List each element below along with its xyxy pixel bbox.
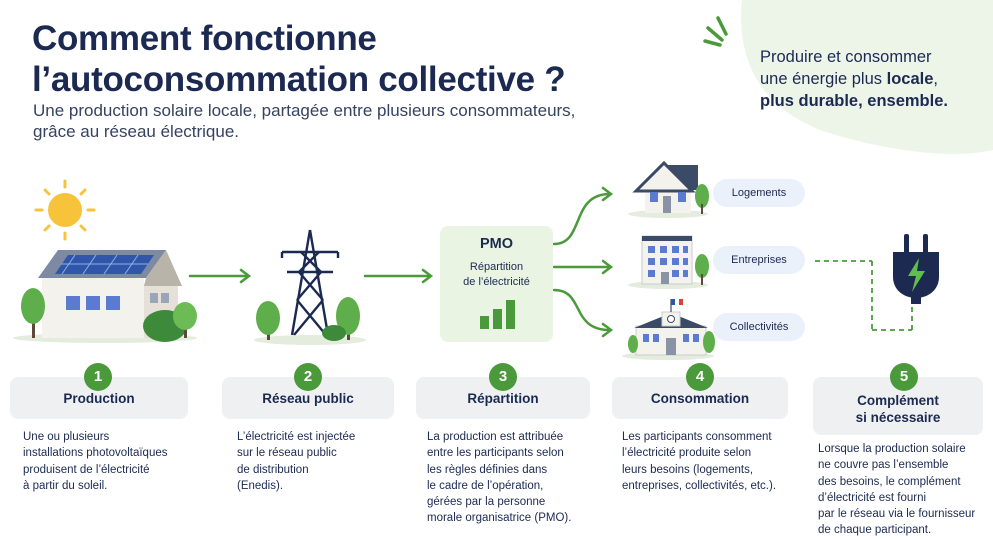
pill-entreprises: Entreprises <box>713 246 805 274</box>
tree-icon <box>256 297 360 341</box>
town-hall-icon <box>622 299 715 360</box>
pylon-icon <box>280 229 340 336</box>
sun-icon <box>34 179 96 241</box>
step-description-reseau-public: L’électricité est injectée sur le réseau… <box>237 431 356 492</box>
house-icon <box>628 160 709 218</box>
step-number-badge: 3 <box>489 363 517 391</box>
bar-chart-icon <box>480 300 515 329</box>
grid-complement-line <box>815 260 913 331</box>
step-title: Consommation <box>650 390 750 406</box>
pmo-title: PMO <box>479 236 514 252</box>
flow-arrow <box>363 268 434 284</box>
page-title: Comment fonctionne l’autoconsommation co… <box>32 19 566 99</box>
step-title: Complément si nécessaire <box>855 393 941 425</box>
step-card-consommation: Consommation <box>612 377 788 419</box>
pill-collectivites: Collectivités <box>713 313 805 341</box>
distribution-arrows <box>552 186 614 338</box>
step-title: Production <box>63 390 135 406</box>
tagline: Produire et consommer une énergie plus l… <box>760 48 948 110</box>
step-number-badge: 1 <box>84 363 112 391</box>
step-title: Répartition <box>467 390 539 406</box>
step-number-badge: 5 <box>890 363 918 391</box>
step-description-production: Une ou plusieurs installations photovolt… <box>23 431 168 492</box>
pill-logements: Logements <box>713 179 805 207</box>
plug-icon <box>893 234 939 304</box>
bolt-icon <box>908 258 925 292</box>
pmo-subtitle: Répartition de l’électricité <box>463 261 530 288</box>
tree-icon <box>21 288 197 342</box>
step-number-badge: 2 <box>294 363 322 391</box>
page-subtitle: Une production solaire locale, partagée … <box>33 101 576 141</box>
office-building-icon <box>628 235 709 289</box>
step-description-consommation: Les participants consomment l’électricit… <box>622 431 777 492</box>
step-title: Réseau public <box>262 390 354 406</box>
pmo-box: PMO Répartition de l’électricité <box>440 226 553 342</box>
step-description-complement: Lorsque la production solaire ne couvre … <box>818 443 976 537</box>
step-description-repartition: La production est attribuée entre les pa… <box>427 431 572 525</box>
sparkle-icon <box>703 16 728 47</box>
step-number-badge: 4 <box>686 363 714 391</box>
flow-arrow <box>188 268 252 284</box>
